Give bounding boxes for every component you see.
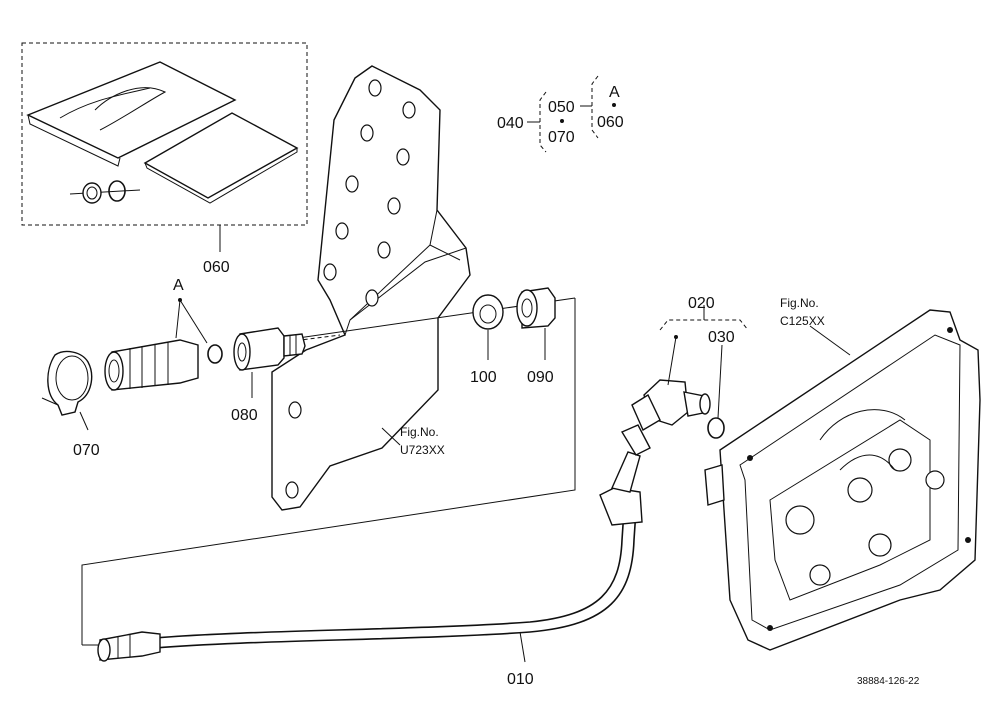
- ref-c125-label-1[interactable]: Fig.No.: [780, 296, 819, 310]
- kit-o-ring: [108, 180, 126, 202]
- legend-group: 040 050 070 A 060: [497, 75, 624, 153]
- legend-a: A: [609, 84, 620, 101]
- legend-070: 070: [548, 129, 575, 146]
- callout-020[interactable]: 020: [688, 295, 715, 312]
- part-080-adapter[interactable]: [233, 327, 306, 371]
- callout-100[interactable]: 100: [470, 369, 497, 386]
- callout-070[interactable]: 070: [73, 442, 100, 459]
- part-030-o-ring[interactable]: [707, 417, 725, 439]
- kit-collar: [82, 182, 102, 204]
- o-ring-a[interactable]: [207, 344, 223, 364]
- diagram-id: 38884-126-22: [857, 676, 920, 687]
- bracket-plate[interactable]: [271, 65, 471, 511]
- instruction-bag: [26, 61, 237, 159]
- kit-dashed-box: [21, 42, 308, 226]
- ref-u723-label-2[interactable]: U723XX: [400, 443, 445, 457]
- part-100-washer[interactable]: [472, 294, 504, 330]
- legend-040: 040: [497, 115, 524, 132]
- group-label-a: A: [173, 277, 184, 294]
- ref-u723-label-1[interactable]: Fig.No.: [400, 425, 439, 439]
- legend-060: 060: [597, 114, 624, 131]
- part-090-nut[interactable]: [516, 287, 556, 329]
- ref-c125-label-2[interactable]: C125XX: [780, 314, 825, 328]
- callout-030[interactable]: 030: [708, 329, 735, 346]
- quick-coupler-a[interactable]: [104, 339, 199, 391]
- part-070-dust-cap[interactable]: [41, 350, 93, 416]
- callout-060[interactable]: 060: [203, 259, 230, 276]
- legend-050: 050: [548, 99, 575, 116]
- callout-080[interactable]: 080: [231, 407, 258, 424]
- valve-housing-c125[interactable]: [704, 309, 981, 651]
- part-010-hose[interactable]: [97, 424, 651, 662]
- part-020-elbow-fitting[interactable]: [631, 379, 711, 432]
- callout-010[interactable]: 010: [507, 671, 534, 688]
- callout-090[interactable]: 090: [527, 369, 554, 386]
- kit-060-group[interactable]: [21, 42, 308, 226]
